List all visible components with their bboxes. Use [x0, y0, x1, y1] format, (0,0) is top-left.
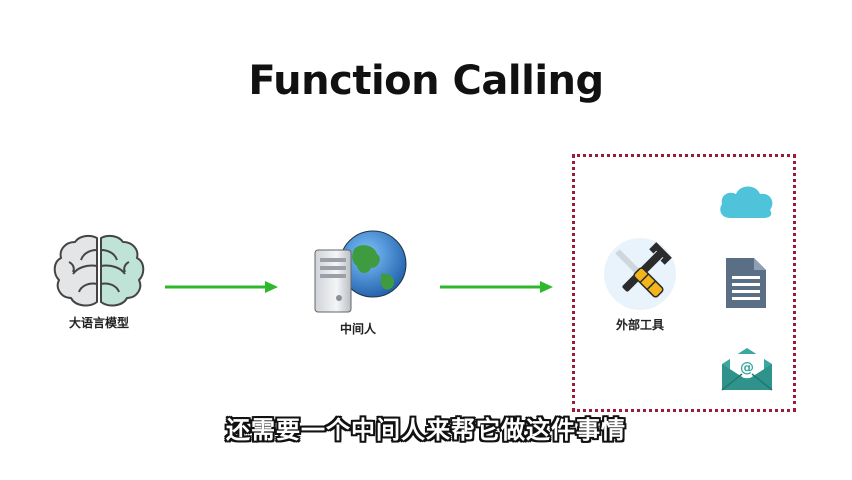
- tools-label: 外部工具: [615, 318, 664, 332]
- arrow-middleman-to-tools: [440, 281, 553, 293]
- svg-text:@: @: [740, 360, 754, 376]
- middleman-node: 中间人: [298, 228, 418, 337]
- cloud-icon: [720, 186, 773, 218]
- arrow-llm-to-middleman: [165, 281, 278, 293]
- email-icon: @: [721, 348, 773, 391]
- wrench-screwdriver-icon: [604, 238, 676, 310]
- llm-label: 大语言模型: [68, 316, 129, 330]
- brain-icon: [53, 234, 145, 307]
- tools-node: 外部工具: [588, 236, 692, 333]
- page-title: Function Calling: [248, 58, 604, 104]
- subtitle-caption: 还需要一个中间人来帮它做这件事情: [226, 416, 626, 444]
- llm-node: 大语言模型: [44, 232, 154, 331]
- document-icon: [726, 258, 766, 308]
- external-tools-box: [572, 154, 796, 412]
- server-globe-icon: [314, 230, 407, 313]
- middleman-label: 中间人: [339, 322, 376, 336]
